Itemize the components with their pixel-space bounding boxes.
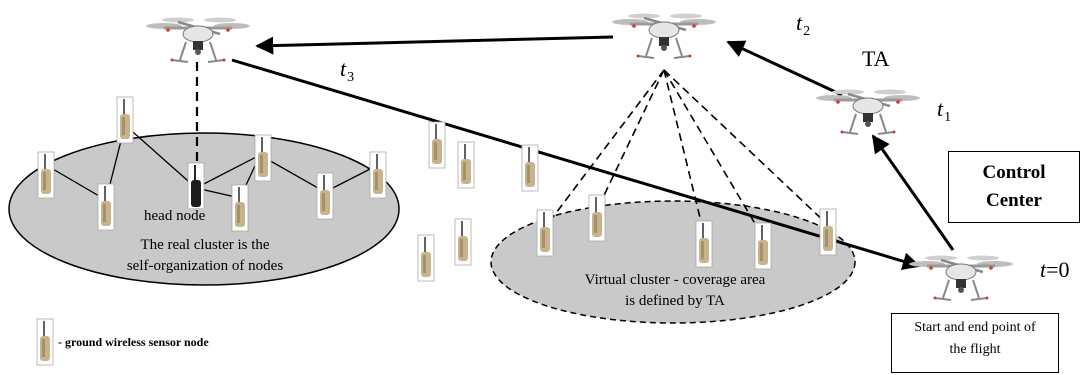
head-node-label: head node: [142, 208, 208, 225]
virtual-cluster-links: [546, 69, 829, 233]
sensor-node-icon: [231, 184, 249, 232]
control-center-line2: Center: [986, 190, 1042, 211]
drone-t2-icon: [610, 12, 718, 60]
virtual-cluster-caption-line2: is defined by TA: [625, 293, 725, 309]
virtual-cluster-caption: Virtual cluster - coverage area is defin…: [520, 270, 830, 312]
arrow-t1-t2: [726, 40, 843, 97]
control-center-box: Control Center: [948, 151, 1080, 223]
sensor-node-icon: [454, 218, 472, 266]
sensor-node-icon: [116, 96, 134, 144]
sensor-node-icon: [695, 220, 713, 268]
legend-sensor-icon: [36, 318, 54, 366]
virtual-cluster-caption-line1: Virtual cluster - coverage area: [584, 272, 766, 288]
real-cluster-caption-line2: self-organization of nodes: [126, 258, 284, 274]
label-t3: t3: [340, 56, 355, 85]
arrow-t2-t3: [255, 35, 614, 55]
sensor-node-icon: [316, 172, 334, 220]
sensor-node-icon: [37, 151, 55, 199]
label-t2: t2: [796, 10, 811, 39]
head-node-icon: [187, 162, 205, 212]
sensor-node-icon: [254, 134, 272, 182]
label-t0: t=0: [1040, 257, 1070, 282]
arrow-t3-t0: [231, 58, 921, 270]
sensor-node-icon: [417, 234, 435, 282]
label-ta: TA: [862, 46, 890, 71]
flight-path: [231, 35, 955, 270]
sensor-node-icon: [97, 183, 115, 231]
sensor-node-icon: [428, 121, 446, 169]
sensor-node-icon: [536, 209, 554, 257]
sensor-node-icon: [369, 151, 387, 199]
start-end-line2: the flight: [949, 342, 1001, 357]
real-cluster-caption-line1: The real cluster is the: [140, 237, 270, 253]
real-cluster-caption: The real cluster is the self-organizatio…: [45, 235, 365, 277]
sensor-node-icon: [588, 194, 606, 242]
drone-t3-icon: [144, 16, 252, 64]
label-t1: t1: [937, 96, 952, 125]
start-end-point-box: Start and end point of the flight: [891, 313, 1059, 373]
legend-label: - ground wireless sensor node: [58, 335, 209, 349]
sensor-node-icon: [521, 144, 539, 192]
arrow-t0-t1: [871, 134, 955, 251]
sensor-node-icon: [754, 222, 772, 270]
control-center-line1: Control: [982, 162, 1046, 183]
sensor-node-icon: [457, 141, 475, 189]
start-end-line1: Start and end point of: [914, 320, 1036, 335]
sensor-node-icon: [819, 208, 837, 256]
drone-t1-icon: [814, 88, 922, 136]
drone-t0-icon: [907, 254, 1015, 302]
